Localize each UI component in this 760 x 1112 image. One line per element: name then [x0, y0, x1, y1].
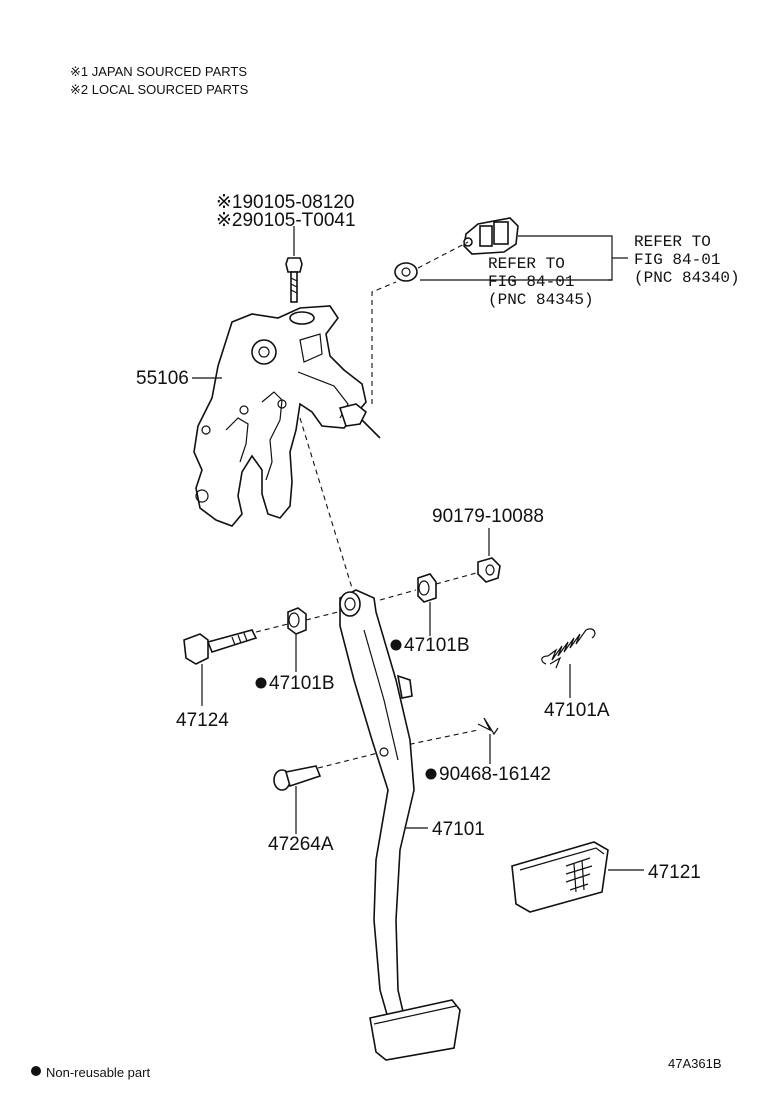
- retaining-clip[interactable]: [477, 717, 499, 736]
- label-switch-refer-2: FIG 84-01: [634, 251, 720, 269]
- pedal-bushing-left[interactable]: [287, 607, 307, 635]
- pedal-bracket[interactable]: [193, 305, 381, 527]
- non-reusable-dot-bushing-right: [390, 639, 402, 651]
- label-bolt-japan: ※190105-08120: [216, 192, 354, 213]
- legend-non-reusable: Non-reusable part: [46, 1065, 150, 1080]
- label-cushion-refer-1: REFER TO: [488, 255, 565, 273]
- label-nut: 90179-10088: [432, 506, 544, 527]
- pedal-bushing-right[interactable]: [417, 573, 437, 603]
- bracket-bolt[interactable]: [285, 257, 303, 303]
- stop-lamp-switch[interactable]: [463, 217, 519, 255]
- pedal-pad[interactable]: [511, 841, 609, 913]
- label-pin: 47264A: [268, 834, 334, 855]
- legend-dot-icon: [31, 1066, 41, 1076]
- label-cushion-refer-2: FIG 84-01: [488, 273, 574, 291]
- pivot-nut[interactable]: [477, 557, 501, 583]
- note-japan-sourced: ※1 JAPAN SOURCED PARTS: [70, 64, 248, 79]
- non-reusable-dot-clip: [425, 768, 437, 780]
- label-clip: 90468-16142: [439, 764, 551, 785]
- label-pedal-pad: 47121: [648, 862, 701, 883]
- label-bolt-local: ※290105-T0041: [216, 210, 356, 231]
- label-pivot-bolt: 47124: [176, 710, 229, 731]
- label-bushing-left: 47101B: [269, 673, 335, 694]
- note-local-sourced: ※2 LOCAL SOURCED PARTS: [70, 82, 249, 97]
- figure-code: 47A361B: [668, 1056, 722, 1071]
- non-reusable-dot-bushing-left: [255, 677, 267, 689]
- label-switch-refer-1: REFER TO: [634, 233, 711, 251]
- clevis-pin[interactable]: [273, 765, 322, 791]
- pedal-pad-lower: [369, 999, 461, 1061]
- pivot-bolt[interactable]: [183, 629, 258, 665]
- stopper-cushion[interactable]: [394, 262, 418, 282]
- return-spring[interactable]: [541, 628, 596, 669]
- label-pedal-arm: 47101: [432, 819, 485, 840]
- brake-pedal-arm[interactable]: [339, 589, 415, 1019]
- label-bushing-right: 47101B: [404, 635, 470, 656]
- label-bracket: 55106: [136, 368, 189, 389]
- label-switch-refer-3: (PNC 84340): [634, 269, 740, 287]
- label-cushion-refer-3: (PNC 84345): [488, 291, 594, 309]
- label-spring: 47101A: [544, 700, 610, 721]
